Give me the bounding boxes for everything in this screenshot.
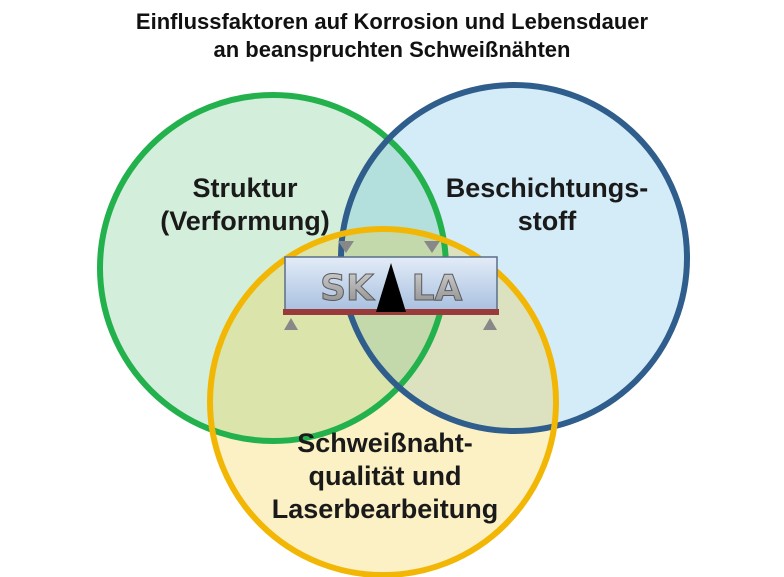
label-beschichtungsstoff: Beschichtungs- stoff	[432, 172, 662, 238]
label-schweissnaht-line-1: Schweißnaht-	[297, 428, 473, 458]
title-line-1: Einflussfaktoren auf Korrosion und Leben…	[135, 9, 649, 34]
label-schweissnaht-line-3: Laserbearbeitung	[271, 494, 499, 524]
logo-bottom-triangle-left	[284, 318, 298, 330]
label-struktur-line-2: (Verformung)	[160, 206, 330, 236]
circle-schweissnaht-outline	[207, 226, 559, 577]
logo-bottom-triangle-right	[483, 318, 497, 330]
logo-top-triangle-right	[424, 241, 440, 253]
skala-logo: SK LA	[283, 241, 499, 330]
logo-text-right: LA	[412, 268, 463, 309]
logo-fulcrum	[376, 263, 406, 312]
logo-text-left: SK	[320, 268, 375, 309]
title-line-2: an beanspruchten Schweißnähten	[213, 37, 571, 62]
label-struktur-line-1: Struktur	[192, 173, 298, 203]
label-beschichtung-line-1: Beschichtungs-	[445, 173, 649, 203]
logo-top-triangle-left	[338, 241, 354, 253]
label-schweissnaht-line-2: qualität und	[308, 461, 462, 491]
label-beschichtung-line-2: stoff	[517, 206, 577, 236]
label-schweissnaht: Schweißnaht- qualität und Laserbearbeitu…	[255, 427, 515, 526]
diagram-title: Einflussfaktoren auf Korrosion und Leben…	[0, 8, 784, 64]
label-struktur: Struktur (Verformung)	[120, 172, 370, 238]
